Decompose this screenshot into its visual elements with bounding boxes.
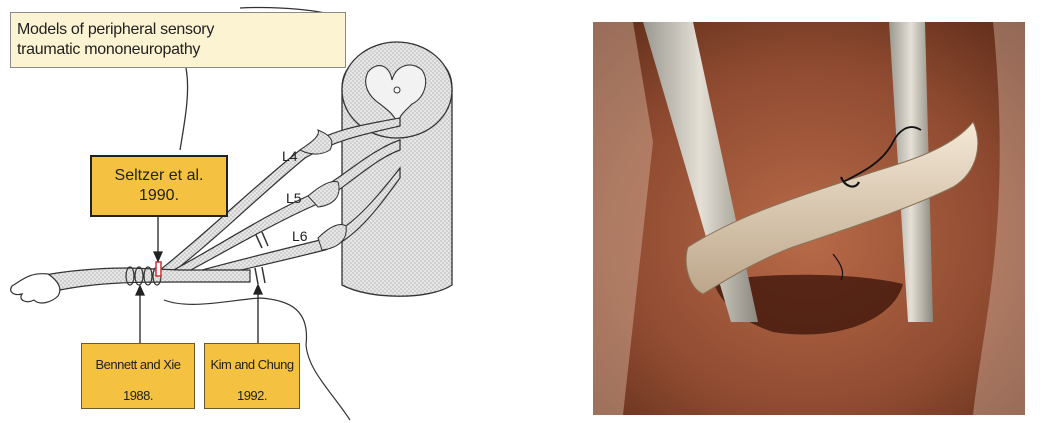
seltzer-box: Seltzer et al. 1990. [90,155,228,217]
body-outline-thigh [164,298,307,345]
kim-box: Kim and Chung 1992. [204,343,300,409]
label-l5: L5 [286,190,302,206]
bennett-year: 1988. [82,388,194,403]
title-line-1: Models of peripheral sensory [17,20,339,40]
ganglion-l4 [300,130,332,154]
body-outline-upper [180,68,188,150]
body-outline-lower [306,345,350,420]
ligation-mark-3 [255,268,258,284]
kim-authors: Kim and Chung [205,357,299,372]
seltzer-year: 1990. [92,186,226,206]
ligation-mark-1 [256,235,262,248]
ligation-mark-2 [262,232,268,246]
paw [11,274,60,303]
kim-year: 1992. [205,388,299,403]
surgical-photo-image [593,22,1025,415]
partial-ligation-marker [156,262,161,276]
surgical-photo [593,22,1025,415]
seltzer-authors: Seltzer et al. [92,166,226,186]
label-l4: L4 [282,148,298,164]
bennett-authors: Bennett and Xie [82,357,194,372]
bennett-box: Bennett and Xie 1988. [81,343,195,409]
nerve-injury-diagram: Models of peripheral sensory traumatic m… [0,0,560,423]
central-canal [394,87,400,93]
title-line-2: traumatic mononeuropathy [17,40,339,60]
ligation-mark-4 [262,267,265,283]
label-l6: L6 [292,228,308,244]
diagram-title: Models of peripheral sensory traumatic m… [10,12,346,68]
